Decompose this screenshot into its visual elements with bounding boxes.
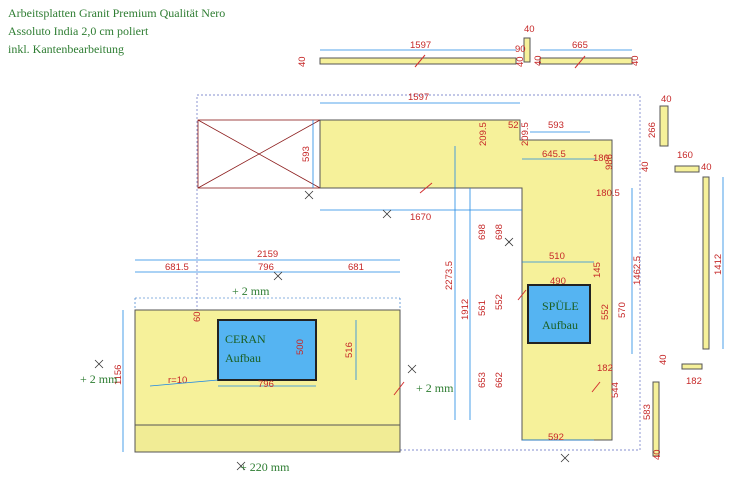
dim-180b: 180.5 bbox=[596, 188, 620, 199]
dim-60: 60 bbox=[192, 311, 203, 322]
header-edge-note: inkl. Kantenbearbeitung bbox=[8, 42, 124, 56]
dim-strip-top-end2: 40 bbox=[515, 56, 526, 67]
side-strip-e: 583 40 bbox=[642, 381, 663, 460]
dim-698b: 698 bbox=[494, 224, 505, 240]
dim-1462: 1462.5 bbox=[632, 256, 643, 285]
dim-698a: 698 bbox=[477, 224, 488, 240]
dim-209: 209.5 bbox=[478, 122, 489, 146]
dim-209b: 209.5 bbox=[520, 122, 531, 146]
l-slab: 1597 593 1670 bbox=[301, 92, 613, 441]
dim-52: 52 bbox=[508, 120, 519, 131]
outline-dashed bbox=[196, 94, 641, 451]
side-strip-a: 40 266 bbox=[647, 94, 672, 147]
side-strip-c: 1412 bbox=[702, 176, 724, 350]
dim-side-583: 583 bbox=[642, 404, 653, 420]
side-strip-c-slab bbox=[702, 176, 710, 350]
strip-top-long: 1597 40 40 bbox=[297, 40, 526, 68]
dim-593b: 593 bbox=[548, 120, 564, 131]
dim-552a: 552 bbox=[494, 294, 505, 310]
side-strip-d-slab bbox=[681, 363, 703, 370]
side-strip-b: 160 40 40 bbox=[640, 150, 712, 173]
dim-516: 516 bbox=[344, 342, 355, 358]
dim-side-266: 266 bbox=[647, 122, 658, 138]
dim-1912: 1912 bbox=[460, 299, 471, 320]
dim-182a: 182 bbox=[597, 363, 613, 374]
dim-strip-top-small: 40 bbox=[524, 24, 535, 35]
dim-strip-mid-end: 40 bbox=[533, 55, 544, 66]
label-spuele: SPÜLE bbox=[542, 299, 579, 313]
island-slab-overhang bbox=[134, 424, 401, 453]
dim-strip-top-small2: 90 bbox=[515, 44, 526, 55]
dim-645: 645.5 bbox=[542, 149, 566, 160]
dim-592: 592 bbox=[548, 432, 564, 443]
dim-593: 593 bbox=[301, 146, 312, 162]
dim-796a: 796 bbox=[258, 262, 274, 273]
radius-label: r=10 bbox=[168, 375, 187, 386]
dim-strip-top-len: 1597 bbox=[410, 40, 431, 51]
dim-top-overall: 1597 bbox=[408, 92, 429, 103]
dim-side-40b: 40 bbox=[640, 161, 651, 172]
dim-510: 510 bbox=[549, 251, 565, 262]
dim-653: 653 bbox=[477, 372, 488, 388]
l-slab-shape bbox=[319, 119, 613, 441]
dim-strip-mid-end2: 40 bbox=[630, 55, 641, 66]
dim-strip-mid-len: 665 bbox=[572, 40, 588, 51]
cooktop-ceran bbox=[217, 319, 317, 381]
dim-490: 490 bbox=[550, 276, 566, 287]
strip-top-small: 40 90 bbox=[515, 24, 535, 63]
note-plus220: + 220 mm bbox=[240, 460, 290, 474]
dim-1156: 1156 bbox=[113, 365, 124, 385]
side-strip-d: 40 182 bbox=[658, 354, 703, 387]
strip-top-small-slab bbox=[523, 37, 531, 63]
header-material: Assoluto India 2,0 cm poliert bbox=[8, 24, 149, 38]
dim-561: 561 bbox=[477, 300, 488, 316]
label-spuele-sub: Aufbau bbox=[542, 318, 578, 332]
dim-986: 986 bbox=[604, 154, 615, 170]
dim-681: 681.5 bbox=[165, 262, 189, 273]
dim-2273: 2273.5 bbox=[444, 261, 455, 290]
strip-mid-slab bbox=[539, 57, 633, 65]
dim-681b: 681 bbox=[348, 262, 364, 273]
dim-796b: 796 bbox=[258, 379, 274, 390]
side-strip-e-slab bbox=[652, 381, 660, 457]
dim-side-160: 160 bbox=[677, 150, 693, 161]
header-title: Arbeitsplatten Granit Premium Qualität N… bbox=[8, 6, 226, 20]
dim-570: 570 bbox=[617, 302, 628, 318]
note-plus2-top: + 2 mm bbox=[232, 284, 270, 298]
side-strip-b-slab bbox=[674, 165, 700, 173]
dim-500: 500 bbox=[295, 339, 306, 355]
side-strip-a-slab bbox=[659, 105, 669, 147]
dim-side-40a: 40 bbox=[661, 94, 672, 105]
dim-552b: 552 bbox=[600, 304, 611, 320]
dim-side-40e: 40 bbox=[652, 449, 663, 460]
sink-spuele bbox=[527, 284, 591, 344]
dim-544: 544 bbox=[610, 382, 621, 398]
dim-145: 145 bbox=[592, 262, 603, 278]
dim-side-40d: 40 bbox=[658, 354, 669, 365]
dim-2159: 2159 bbox=[257, 249, 278, 260]
dim-662: 662 bbox=[494, 372, 505, 388]
dim-side-40c: 40 bbox=[701, 162, 712, 173]
dim-side-182: 182 bbox=[686, 376, 702, 387]
note-plus2-right: + 2 mm bbox=[416, 381, 454, 395]
note-plus2-left: + 2 mm bbox=[80, 372, 118, 386]
label-ceran: CERAN bbox=[225, 332, 266, 346]
dim-180: 180 bbox=[593, 153, 609, 164]
label-ceran-sub: Aufbau bbox=[225, 351, 261, 365]
dim-1670: 1670 bbox=[410, 212, 431, 223]
dim-side-1412: 1412 bbox=[713, 254, 724, 275]
island-slab: 2159 681.5 796 681 + 2 mm 60 CERAN Aufba… bbox=[80, 249, 454, 474]
strip-mid: 665 40 40 bbox=[533, 40, 641, 69]
dim-strip-top-end: 40 bbox=[297, 56, 308, 67]
